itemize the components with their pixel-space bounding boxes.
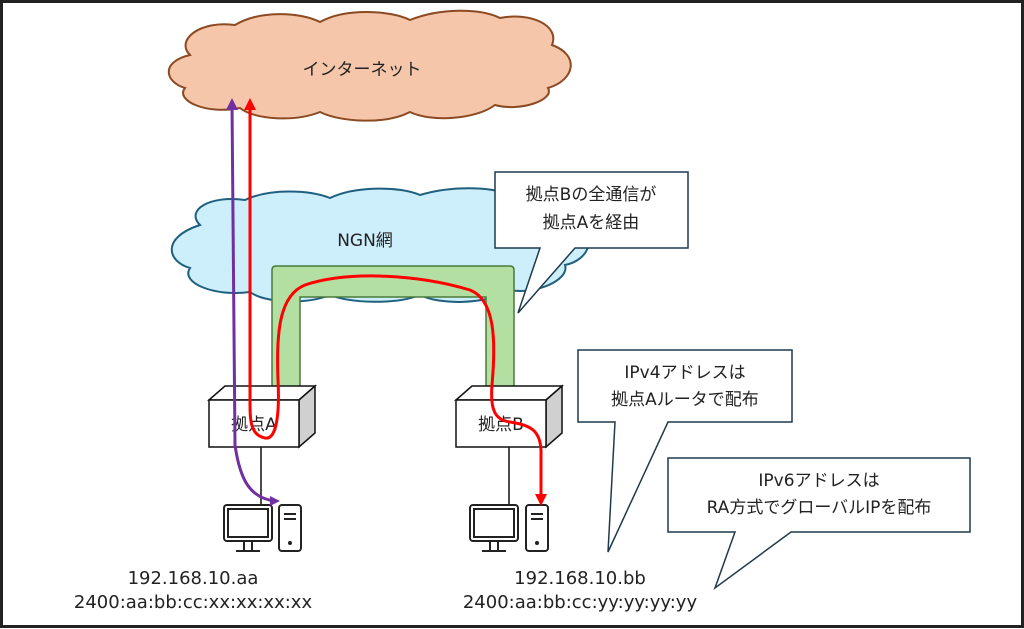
ipv4-path-arrow: [248, 104, 543, 500]
callout-ipv6-line1: IPv6アドレスは: [758, 471, 879, 491]
callout-via-a: 拠点Bの全通信が 拠点Aを経由: [494, 171, 689, 314]
ipv6-arrow-head-top: [226, 98, 238, 110]
callout-ipv4-line2: 拠点Aルータで配布: [611, 390, 759, 410]
ipv6-path-arrow: [228, 100, 276, 503]
callout-via-a-line2: 拠点Aを経由: [543, 213, 640, 233]
host-b-ipv4: 192.168.10.bb: [514, 568, 646, 589]
host-a-ipv4: 192.168.10.aa: [128, 568, 259, 589]
host-a-ipv6: 2400:aa:bb:cc:xx:xx:xx:xx: [74, 592, 313, 613]
callout-ipv4-line1: IPv4アドレスは: [624, 363, 745, 383]
host-b-pc-icon: [469, 504, 549, 552]
host-a-pc-icon: [223, 504, 302, 552]
ngn-label: NGN網: [337, 231, 393, 251]
callout-via-a-line1: 拠点Bの全通信が: [526, 185, 657, 205]
ipv4-arrow-head-bottom: [535, 494, 547, 506]
internet-label: インターネット: [303, 60, 422, 80]
callout-ipv6-line2: RA方式でグローバルIPを配布: [707, 498, 932, 518]
ipv6-path-arrow-head-bottom: [270, 496, 280, 506]
callout-ipv4: IPv4アドレスは 拠点Aルータで配布: [577, 349, 793, 553]
router-a-label: 拠点A: [231, 415, 277, 435]
callout-ipv6: IPv6アドレスは RA方式でグローバルIPを配布: [667, 457, 971, 591]
ipv4-arrow-head-top: [244, 98, 256, 110]
internet-cloud: インターネット: [167, 9, 572, 122]
router-b-label: 拠点B: [478, 415, 524, 435]
host-b-ipv6: 2400:aa:bb:cc:yy:yy:yy:yy: [463, 592, 698, 613]
router-b: 拠点B: [454, 384, 564, 449]
